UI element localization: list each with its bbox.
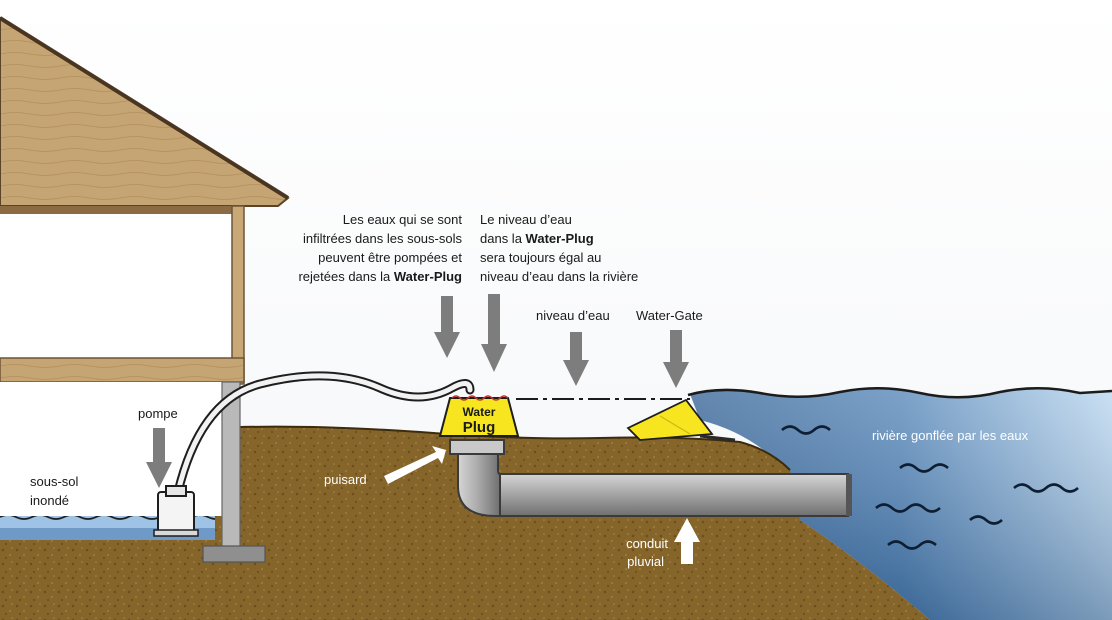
water-gate-device: [626, 398, 736, 442]
storm-drain-label-line-2: pluvial: [627, 554, 664, 569]
callout-arrows: [146, 294, 689, 488]
sump-label: puisard: [324, 472, 367, 487]
wave-icon: [887, 540, 937, 550]
basement-label-line-1: sous-sol: [30, 474, 79, 489]
white-arrows: [384, 446, 700, 564]
wave-icon: [899, 463, 949, 473]
arrow-down-icon: [434, 296, 460, 358]
storm-drain-label-line-1: conduit: [626, 536, 668, 551]
river-label: rivière gonflée par les eaux: [872, 428, 1029, 443]
house-floor: [0, 357, 245, 383]
infiltration-line-4: rejetées dans la Water-Plug: [298, 269, 462, 284]
basement-label-line-2: inondé: [30, 493, 69, 508]
roof-edge: [0, 16, 290, 200]
river-shade: [690, 389, 1112, 620]
water-plug-label-top: Water: [463, 405, 496, 419]
water-level-label: niveau d’eau: [536, 308, 610, 323]
arrow-down-icon: [663, 330, 689, 388]
sump-opening: [449, 439, 505, 455]
level-note-line-4: niveau d’eau dans la rivière: [480, 269, 638, 284]
discharge-hose: [175, 373, 473, 495]
level-note-line-2: dans la Water-Plug: [480, 231, 594, 246]
level-note-line-1: Le niveau d’eau: [480, 212, 572, 227]
river-surface-line: [687, 387, 1112, 399]
infiltration-note: Les eaux qui se sont infiltrées dans les…: [298, 212, 462, 284]
pump-label: pompe: [138, 406, 178, 421]
level-note: Le niveau d’eau dans la Water-Plug sera …: [480, 212, 638, 284]
wave-icon: [781, 425, 831, 435]
arrow-down-icon: [146, 428, 172, 488]
infiltration-line-2: infiltrées dans les sous-sols: [303, 231, 462, 246]
sump-pump: [153, 485, 199, 537]
water-gate-label: Water-Gate: [636, 308, 703, 323]
infiltration-line-3: peuvent être pompées et: [318, 250, 462, 265]
wave-icon: [969, 515, 1003, 525]
wave-icon: [1013, 483, 1079, 493]
wave-icons: [781, 425, 1079, 550]
arrow-down-icon: [563, 332, 589, 386]
level-note-line-3: sera toujours égal au: [480, 250, 601, 265]
wave-icon: [875, 503, 941, 513]
arrow-down-icon: [481, 294, 507, 372]
water-plug-label-bottom: Plug: [463, 419, 496, 436]
water-plug-device: [438, 395, 520, 437]
house-interior: [0, 214, 232, 358]
upper-floor-joist: [0, 206, 244, 214]
foundation-footing: [202, 545, 266, 563]
basement-water-deep: [0, 528, 235, 540]
infiltration-line-1: Les eaux qui se sont: [343, 212, 463, 227]
arrow-diagonal-icon: [384, 446, 446, 484]
storm-drain-pipe: [457, 451, 852, 517]
ground-surface-line: [214, 425, 791, 471]
arrow-up-icon: [674, 518, 700, 564]
